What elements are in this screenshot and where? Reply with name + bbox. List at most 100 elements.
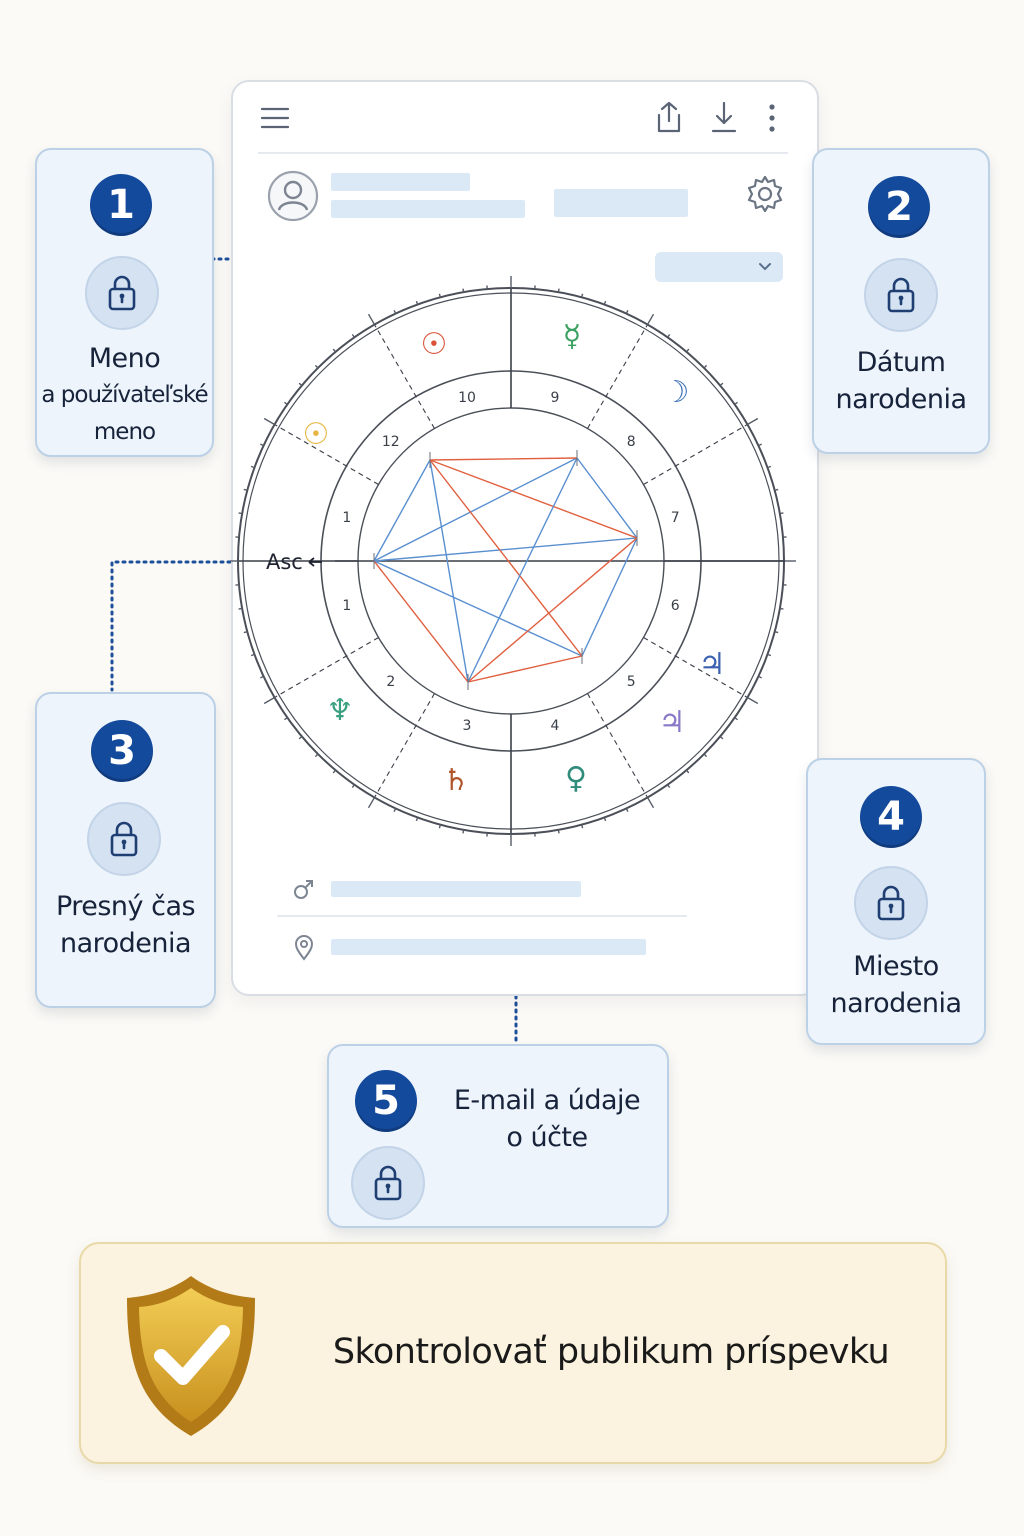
user-icon [283,180,303,200]
callout-3-number: 3 [91,720,153,782]
zodiac-tick [393,808,397,812]
callout-5-line1: E-mail a údaje [453,1085,641,1116]
planet-glyph-sun-a: ☉ [421,327,448,362]
zodiac-tick [462,829,465,834]
zodiac-tick [767,465,772,469]
house-number: 7 [671,510,680,526]
location-field-placeholder [331,939,646,955]
zodiac-tick [703,753,708,758]
birthdate-placeholder [554,189,688,217]
callout-2-number: 2 [868,176,930,238]
planet-glyph-mercury: ☿ [563,319,581,354]
handle-placeholder [331,200,525,218]
aspect-line [581,537,638,657]
zodiac-tick [557,829,560,834]
zodiac-tick [367,797,376,809]
house-cusp-line [643,637,747,698]
callout-4-line2: narodenia [830,988,962,1019]
zodiac-tick [774,488,779,492]
zodiac-tick [263,417,275,426]
gear-icon[interactable] [745,174,785,214]
app-card [231,80,819,996]
callout-1-line1: Meno [88,343,161,374]
planet-glyph-neptune: ♆ [327,693,354,728]
zodiac-tick [758,675,762,679]
callout-2-line1: Dátum [856,347,946,378]
fields-divider [277,915,687,917]
aspect-line [373,459,431,562]
house-cusp-line [643,424,747,485]
zodiac-tick [238,512,243,515]
chevron-down-icon [759,263,771,271]
avatar[interactable] [267,170,319,222]
callout-name: 1 Meno a používateľské meno [35,148,214,457]
zodiac-tick [646,313,655,325]
zodiac-tick [667,334,671,338]
house-cusp-line [275,637,379,698]
aspect-line [429,457,578,461]
planet-glyph-jupiter-a: ♃ [699,647,726,682]
lock-icon [85,256,159,330]
zodiac-tick [667,784,671,788]
zodiac-tick [351,784,355,788]
zodiac-tick [758,443,762,447]
zodiac-tick [719,382,724,387]
zodiac-tick [284,401,288,405]
review-audience-banner[interactable]: Skontrolovať publikum príspevku [79,1242,947,1464]
callout-birthdate: 2 Dátum narodenia [812,148,990,454]
callout-3-line1: Presný čas [55,891,196,922]
aspect-line [373,560,583,657]
menu-icon[interactable] [260,106,290,130]
zodiac-tick [332,348,337,353]
zodiac-tick [557,288,560,293]
planet-glyph-sun-b: ☉ [303,417,330,452]
zodiac-tick [332,769,337,774]
callout-1-line3: meno [93,419,156,445]
house-number: 8 [627,434,636,450]
zodiac-tick [415,300,419,305]
zodiac-tick [580,293,584,298]
gender-field-placeholder [331,881,581,897]
zodiac-tick [779,607,784,610]
callout-account: 5 E-mail a údaje o účte [327,1044,669,1228]
zodiac-tick [719,735,724,740]
toolbar-divider [258,152,788,154]
zodiac-tick [284,717,288,721]
username-placeholder [331,173,470,191]
zodiac-tick [734,717,738,721]
callout-4-line1: Miesto [853,951,939,982]
house-number: 6 [671,598,680,614]
house-cusp-line [374,325,435,429]
zodiac-tick [438,824,442,829]
house-number: 10 [458,390,476,406]
lock-icon [87,802,161,876]
zodiac-tick [767,653,772,657]
shield-check-icon [127,1276,255,1436]
house-number: 4 [551,718,560,734]
callout-1-number: 1 [90,174,152,236]
download-icon[interactable] [708,100,740,134]
zodiac-tick [367,313,376,325]
aspect-line [576,457,638,539]
planet-glyph-pluto: ♀ [565,761,587,796]
aspect-line [429,459,638,539]
zodiac-tick [298,382,303,387]
planet-glyph-jupiter-b: ♃ [659,705,686,740]
callout-birthtime: 3 Presný čas narodenia [35,692,216,1008]
share-icon[interactable] [653,100,685,134]
callout-5-number: 5 [355,1070,417,1132]
callout-5-line2: o účte [506,1122,588,1153]
zodiac-tick [603,300,607,305]
aspect-line [373,537,638,562]
house-number: 9 [551,390,560,406]
asc-arrow [308,557,322,567]
aspect-line [373,457,578,562]
zodiac-tick [625,310,629,314]
aspect-line [373,560,469,683]
more-icon[interactable] [765,102,779,134]
asc-label: Asc [266,550,303,574]
zodiac-tick [747,696,759,705]
zodiac-tick [415,817,419,822]
zodiac-tick [243,630,248,634]
